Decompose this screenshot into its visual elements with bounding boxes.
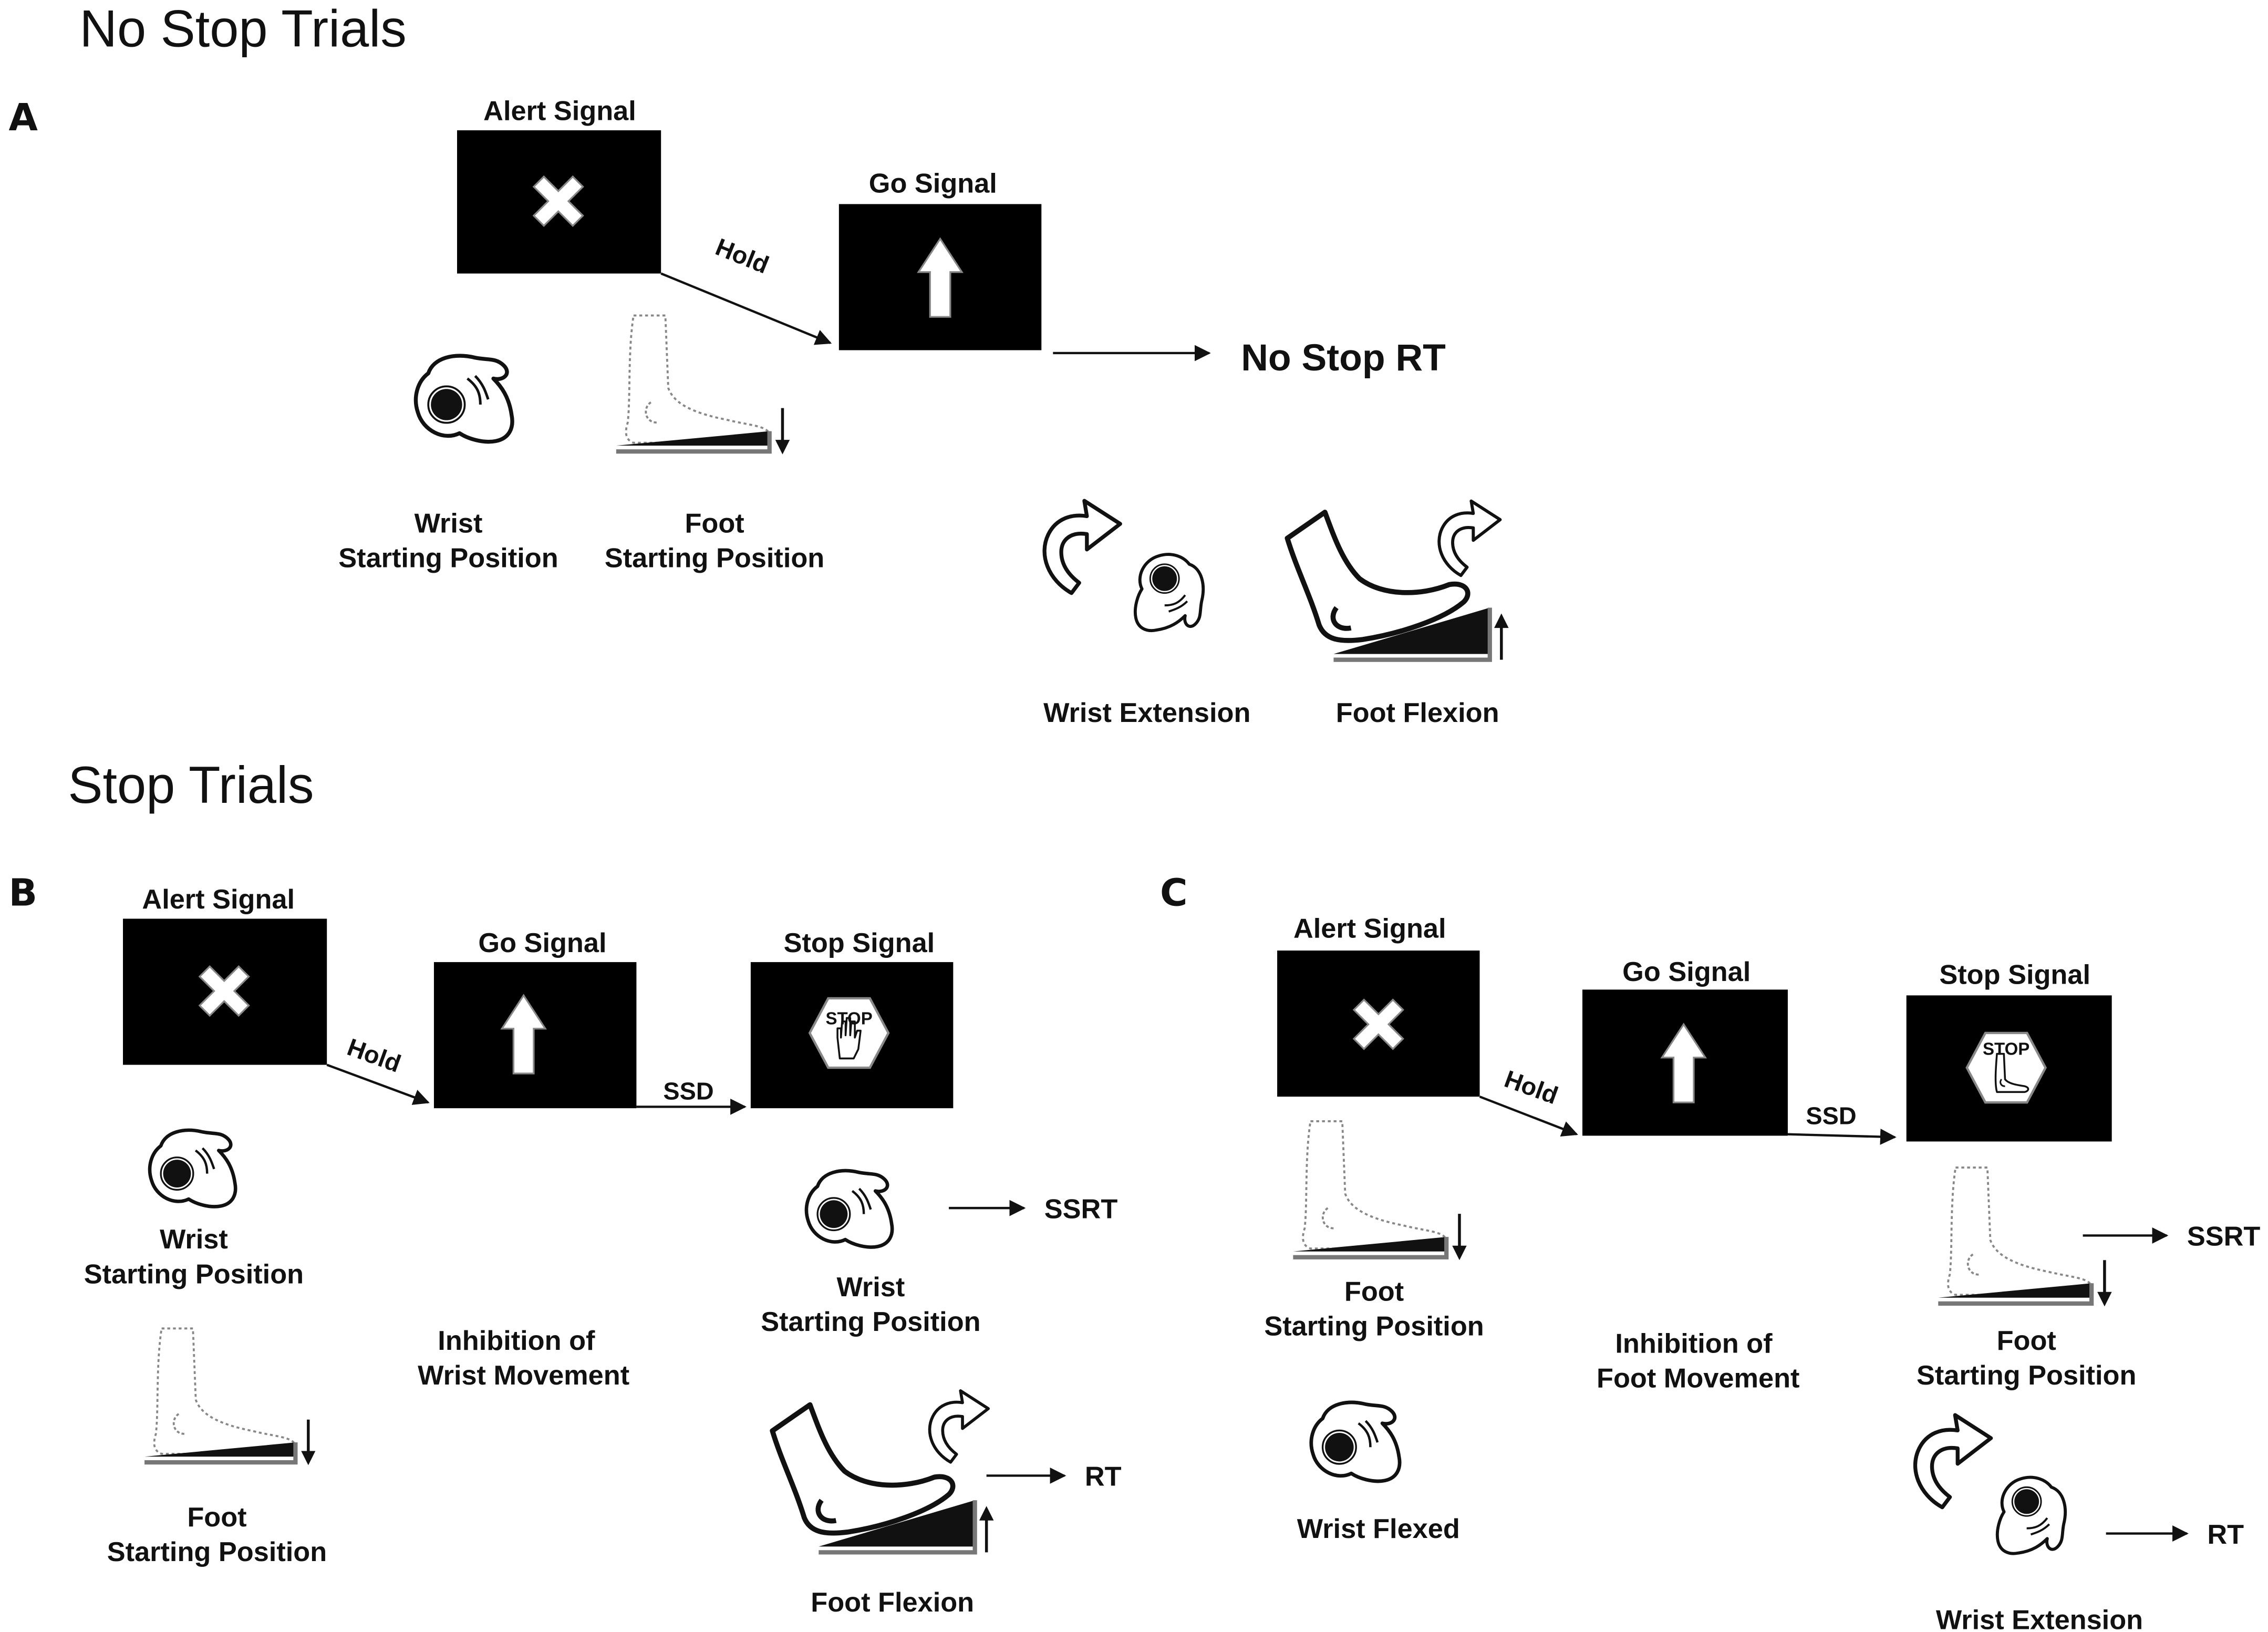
panel-a-letter: A [9,96,38,139]
panel-b: B Alert Signal Go Signal Stop Signal STO… [9,871,1122,1618]
panel-b-rt-label: RT [1085,1462,1122,1492]
panel-c-ssd-label: SSD [1806,1102,1856,1129]
panel-c-foot-start-line2-b: Starting Position [1917,1360,2136,1391]
title-no-stop-trials: No Stop Trials [79,0,406,58]
curved-arrow-icon [930,1391,989,1462]
panel-c-hold-label: Hold [1501,1065,1561,1109]
wrist-hand-icon [150,1130,235,1206]
panel-a-result-label: No Stop RT [1241,337,1446,379]
panel-b-letter: B [9,871,38,915]
panel-c-ssrt-label: SSRT [2187,1222,2261,1252]
curved-arrow-icon [1915,1415,1991,1507]
panel-b-wrist-start-line1: Wrist [160,1224,228,1255]
panel-c-go-label: Go Signal [1622,957,1751,987]
panel-b-go-screen [433,962,637,1109]
panel-a-alert-label: Alert Signal [483,96,636,127]
panel-c-foot-start-line2: Starting Position [1264,1311,1484,1341]
panel-b-inhibition-line1: Inhibition of [438,1326,595,1356]
foot-pedal-icon [144,1328,315,1465]
panel-c: C Alert Signal Go Signal Stop Signal STO… [1160,871,2260,1632]
panel-a-hold-label: Hold [712,233,773,278]
panel-c-hold-arrow [1479,1096,1578,1137]
panel-c-wrist-ext-label: Wrist Extension [1936,1605,2143,1632]
panel-b-stop-label: Stop Signal [784,928,935,958]
panel-b-wrist-start-line2: Starting Position [84,1259,304,1289]
panel-c-stop-label: Stop Signal [1939,959,2090,990]
panel-c-wrist-flexed-label: Wrist Flexed [1297,1514,1460,1544]
panel-b-foot-flex-label: Foot Flexion [811,1587,974,1618]
panel-a-hold-arrow [660,272,832,345]
panel-a-foot-start-line1: Foot [685,508,744,539]
panel-b-wrist-start-line2-b: Starting Position [761,1307,980,1337]
panel-b-ssrt-label: SSRT [1044,1194,1118,1224]
panel-c-ssd-arrow [1787,1129,1897,1145]
panel-c-foot-start-line1-b: Foot [1997,1326,2056,1356]
panel-b-foot-start-line2: Starting Position [107,1537,327,1567]
panel-b-foot-start-line1: Foot [187,1502,246,1533]
panel-c-alert-label: Alert Signal [1293,913,1446,944]
curved-arrow-icon [1439,501,1500,576]
title-stop-trials: Stop Trials [68,756,314,814]
wrist-hand-icon [1997,1478,2065,1554]
panel-c-stop-sign-text: STOP [1983,1039,2029,1058]
curved-arrow-icon [1044,501,1120,593]
panel-a-foot-flex-label: Foot Flexion [1336,698,1499,728]
foot-pedal-icon [616,315,790,454]
panel-a-wrist-ext-label: Wrist Extension [1043,698,1250,728]
foot-pedal-icon [1938,1168,2111,1306]
panel-a-foot-start-line2: Starting Position [605,543,824,573]
panel-a-wrist-start-line1: Wrist [415,508,483,539]
wrist-hand-icon [1135,554,1203,631]
panel-b-hold-label: Hold [344,1033,404,1077]
wrist-hand-icon [1311,1402,1400,1481]
panel-b-ssd-label: SSD [663,1078,713,1105]
panel-a-wrist-start-line2: Starting Position [338,543,558,573]
panel-b-inhibition-line2: Wrist Movement [418,1360,629,1391]
wrist-hand-icon [806,1171,892,1247]
panel-c-inhibition-line2: Foot Movement [1597,1364,1799,1394]
panel-a: A Alert Signal Go Signal Hold No Stop RT… [9,96,1509,728]
panel-b-wrist-start-line1-b: Wrist [837,1272,905,1303]
panel-b-stop-sign-text: STOP [825,1008,872,1028]
foot-pedal-icon [772,1405,993,1553]
panel-c-letter: C [1160,871,1188,915]
panel-c-inhibition-line1: Inhibition of [1615,1328,1773,1359]
panel-b-hold-arrow [326,1063,430,1105]
panel-a-go-label: Go Signal [869,168,997,199]
foot-pedal-icon [1293,1121,1466,1260]
panel-c-rt-label: RT [2207,1520,2244,1550]
panel-b-alert-label: Alert Signal [142,884,295,915]
panel-b-go-label: Go Signal [478,928,606,958]
panel-c-foot-start-line1: Foot [1344,1276,1404,1307]
wrist-hand-icon [416,356,513,442]
